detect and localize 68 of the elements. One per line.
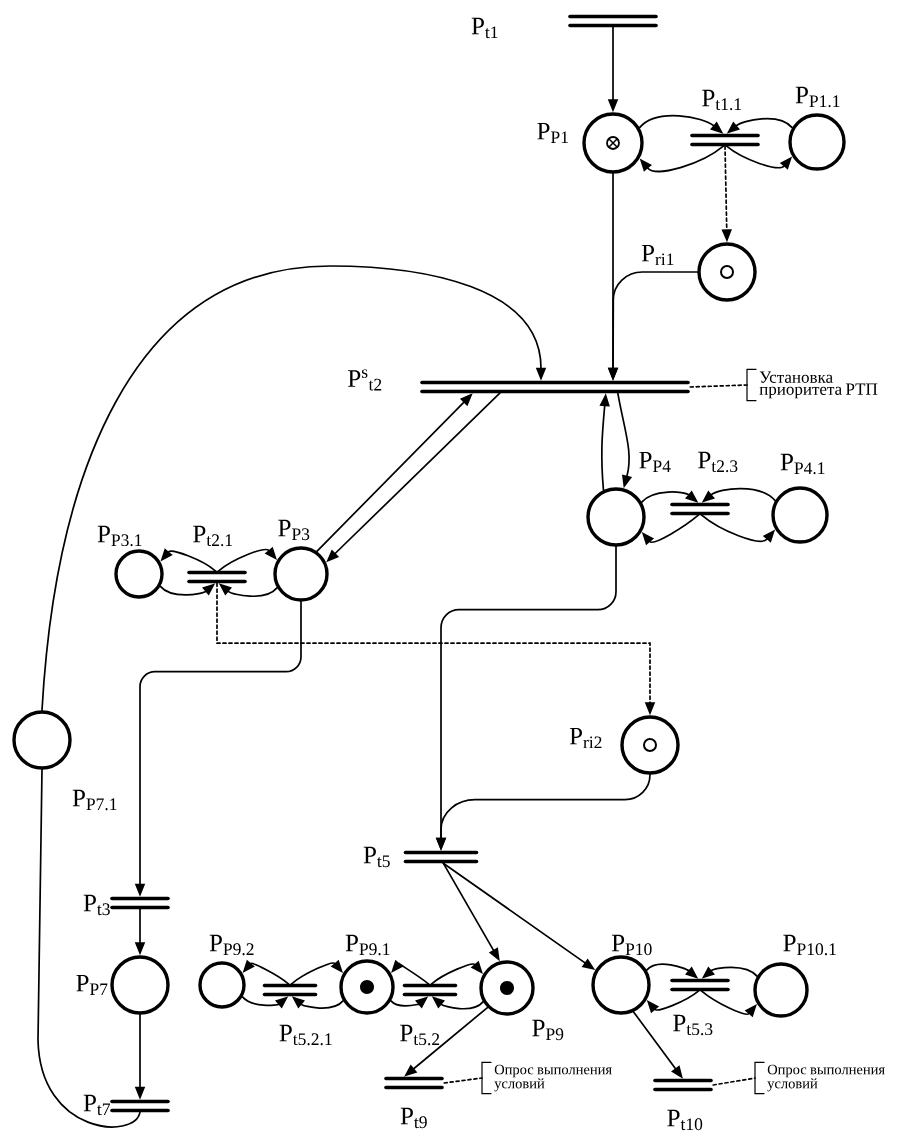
transition-label: P$_{t3}$ — [83, 894, 110, 916]
place-circle — [697, 242, 757, 302]
transition-label: P$^{s}$t2 — [348, 369, 382, 391]
place-label: P$_{P1}$ — [537, 122, 568, 144]
place-label: P$_{P3}$ — [278, 519, 310, 541]
place-circle — [12, 710, 72, 770]
arc-arrow — [430, 960, 483, 985]
place-circle — [110, 955, 170, 1015]
place-label: P$_{P3.1}$ — [97, 525, 142, 547]
transition-bar — [690, 133, 760, 147]
place-circle — [479, 960, 535, 1016]
place-circle — [591, 955, 651, 1015]
arc-arrow — [217, 546, 277, 572]
place-label: P$_{P1.1}$ — [795, 86, 840, 108]
place-label: P$_{P10.1}$ — [783, 934, 836, 956]
transition-bar — [402, 983, 458, 997]
leader-line — [443, 1077, 483, 1084]
transition-bar — [568, 14, 658, 28]
transition-bar — [653, 1078, 713, 1092]
place-label: P$_{ri2}$ — [569, 727, 602, 749]
transition-bar — [670, 502, 730, 516]
transition-bar — [420, 380, 690, 394]
place-circle — [753, 962, 809, 1018]
annotation-text: Опрос выполнения условий — [754, 1061, 885, 1095]
transition-bar — [670, 978, 730, 992]
arc-arrow — [404, 1006, 489, 1077]
transition-bar — [110, 896, 170, 910]
place-label: P$_{P9.1}$ — [345, 934, 390, 956]
transition-label: P$_{t7}$ — [83, 1094, 110, 1116]
place-label: P$_{P9.2}$ — [209, 934, 254, 956]
transition-label: P$_{t1}$ — [471, 17, 498, 39]
place-label: P$_{P10}$ — [611, 934, 652, 956]
transition-label: P$_{t5}$ — [363, 846, 390, 868]
place-circle — [620, 715, 680, 775]
place-circle — [788, 113, 846, 171]
place-circle — [198, 961, 246, 1009]
place-circle — [339, 959, 395, 1015]
arc-arrow — [41, 265, 547, 712]
transition-label: P$_{t5.3}$ — [673, 1014, 713, 1036]
transition-bar — [187, 570, 247, 584]
transition-label: P$_{t5.2.1}$ — [279, 1024, 332, 1046]
place-label: P$_{ri1}$ — [641, 244, 674, 266]
annotation-text: Установка приоритета РТП — [746, 368, 878, 402]
place-label: P$_{P7.1}$ — [72, 789, 117, 811]
place-label: P$_{P9}$ — [532, 1019, 564, 1041]
leader-line — [689, 384, 748, 388]
place-circle — [273, 546, 329, 602]
transition-bar — [384, 1076, 444, 1090]
arc-line — [37, 768, 141, 1128]
place-circle — [114, 549, 164, 599]
transition-label: P$_{t9}$ — [400, 1107, 427, 1129]
leader-line — [712, 1077, 756, 1086]
place-circle — [582, 112, 644, 174]
transition-label: P$_{t2.3}$ — [698, 451, 738, 473]
place-label: P$_{P4}$ — [639, 451, 671, 473]
place-circle — [586, 487, 646, 547]
place-circle — [771, 486, 829, 544]
transition-bar — [110, 1099, 170, 1113]
transition-label: P$_{t1.1}$ — [702, 89, 742, 111]
arc-arrow — [290, 959, 343, 985]
place-label: P$_{P7}$ — [76, 974, 108, 996]
transition-label: P$_{t10}$ — [667, 1109, 703, 1131]
transition-label: P$_{t5.2}$ — [400, 1024, 440, 1046]
annotation-text: Опрос выполнения условий — [481, 1061, 612, 1095]
transition-bar — [262, 983, 318, 997]
transition-label: P$_{t2.1}$ — [193, 525, 233, 547]
transition-bar — [403, 850, 479, 864]
place-label: P$_{P4.1}$ — [780, 453, 825, 475]
